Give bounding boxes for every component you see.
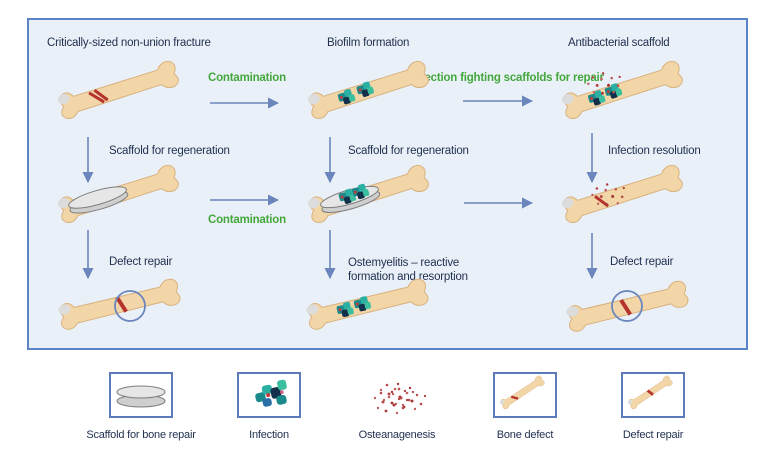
legend-box-osteanagenesis	[365, 372, 429, 418]
legend-box-bone-defect	[493, 372, 557, 418]
bone-scaffold-infected-icon	[305, 163, 432, 225]
legend-box-scaffold	[109, 372, 173, 418]
bone-antibacterial-icon	[559, 59, 686, 121]
legend-label-defect-repair: Defect repair	[622, 429, 684, 441]
defect-highlight-circle-1	[114, 290, 146, 322]
defect-repair-label-2: Defect repair	[610, 256, 674, 268]
legend-label-infection: Infection	[249, 429, 289, 441]
osteomyelitis-label: Ostemyelitis – reactive formation and re…	[348, 257, 468, 283]
bone-osteomyelitis-icon	[304, 277, 431, 332]
bone-repaired-icon-2	[564, 279, 691, 334]
defect-repair-label-1: Defect repair	[109, 256, 173, 268]
bone-repaired-legend-icon	[626, 374, 675, 411]
dots-icon	[373, 382, 427, 415]
infection-resolution-label: Infection resolution	[608, 145, 701, 157]
scaffold-regen-label-1: Scaffold for regeneration	[109, 145, 230, 157]
bacteria-cluster-icon	[255, 379, 287, 407]
bone-repaired-icon	[56, 277, 183, 332]
legend-label-scaffold: Scaffold for bone repair	[86, 429, 196, 441]
legend-label-osteanagenesis: Osteanagenesis	[358, 429, 436, 441]
defect-highlight-circle-2	[611, 290, 643, 322]
scaffold-disc-icon	[116, 385, 166, 408]
col2-title: Biofilm formation	[327, 37, 410, 49]
bone-defect-icon	[498, 374, 547, 411]
bone-biofilm-icon	[305, 59, 432, 121]
bone-fracture-icon	[55, 59, 182, 121]
bone-infection-resolving-icon	[559, 163, 686, 225]
legend-label-bone-defect: Bone defect	[496, 429, 554, 441]
infection-fighting-label: Infection fighting scaffolds for repair	[411, 72, 604, 84]
col3-title: Antibacterial scaffold	[568, 37, 670, 49]
bone-with-scaffold-icon	[55, 163, 182, 225]
contamination-label-mid: Contamination	[208, 214, 286, 226]
legend-box-infection	[237, 372, 301, 418]
legend-box-defect-repair	[621, 372, 685, 418]
col1-title: Critically-sized non-union fracture	[47, 37, 211, 49]
contamination-label-top: Contamination	[208, 72, 286, 84]
scaffold-regen-label-2: Scaffold for regeneration	[348, 145, 469, 157]
